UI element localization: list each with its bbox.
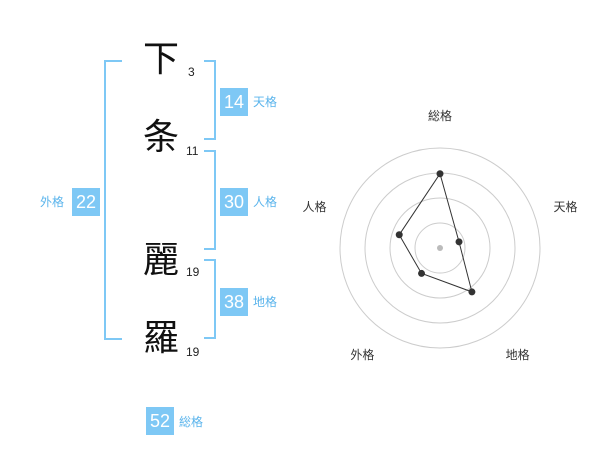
radar-point-1 <box>455 238 463 246</box>
tenkaku-value: 14 <box>220 88 248 116</box>
radar-point-2 <box>468 288 476 296</box>
gaikaku-value: 22 <box>72 188 100 216</box>
radar-axis-label-0: 総格 <box>428 108 452 123</box>
radar-ring <box>364 172 516 324</box>
stroke-count-1: 3 <box>188 65 195 79</box>
radar-axis-label-4: 人格 <box>302 199 326 214</box>
chikaku-bracket <box>204 259 216 339</box>
radar-axis-label-2: 地格 <box>506 347 530 362</box>
chikaku-value: 38 <box>220 288 248 316</box>
name-char-1: 下 <box>143 39 180 80</box>
soukaku-value: 52 <box>146 407 174 435</box>
radar-point-4 <box>395 231 403 239</box>
radar-axis-label-3: 外格 <box>350 347 374 362</box>
name-char-4: 羅 <box>143 318 180 359</box>
name-char-3: 麗 <box>143 240 180 281</box>
tenkaku-bracket <box>204 60 216 140</box>
stroke-count-3: 19 <box>186 265 200 279</box>
radar-point-0 <box>436 170 444 178</box>
soukaku-label: 総格 <box>179 415 204 429</box>
stroke-count-4: 19 <box>186 345 200 359</box>
radar-ring <box>414 222 466 274</box>
radar-ring <box>389 197 491 299</box>
name-char-2: 条 <box>143 117 180 158</box>
gaikaku-bracket <box>104 60 122 340</box>
radar-ring <box>339 147 541 349</box>
stroke-count-2: 11 <box>186 144 199 158</box>
chikaku-label: 地格 <box>253 295 278 309</box>
radar-point-3 <box>418 269 426 277</box>
gaikaku-label: 外格 <box>40 195 65 209</box>
jinkaku-value: 30 <box>220 188 248 216</box>
jinkaku-bracket <box>204 150 216 250</box>
jinkaku-label: 人格 <box>253 195 278 209</box>
tenkaku-label: 天格 <box>253 95 278 109</box>
radar-axis-label-1: 天格 <box>554 199 578 214</box>
radar-center <box>437 245 443 251</box>
radar-polygon <box>398 172 473 293</box>
